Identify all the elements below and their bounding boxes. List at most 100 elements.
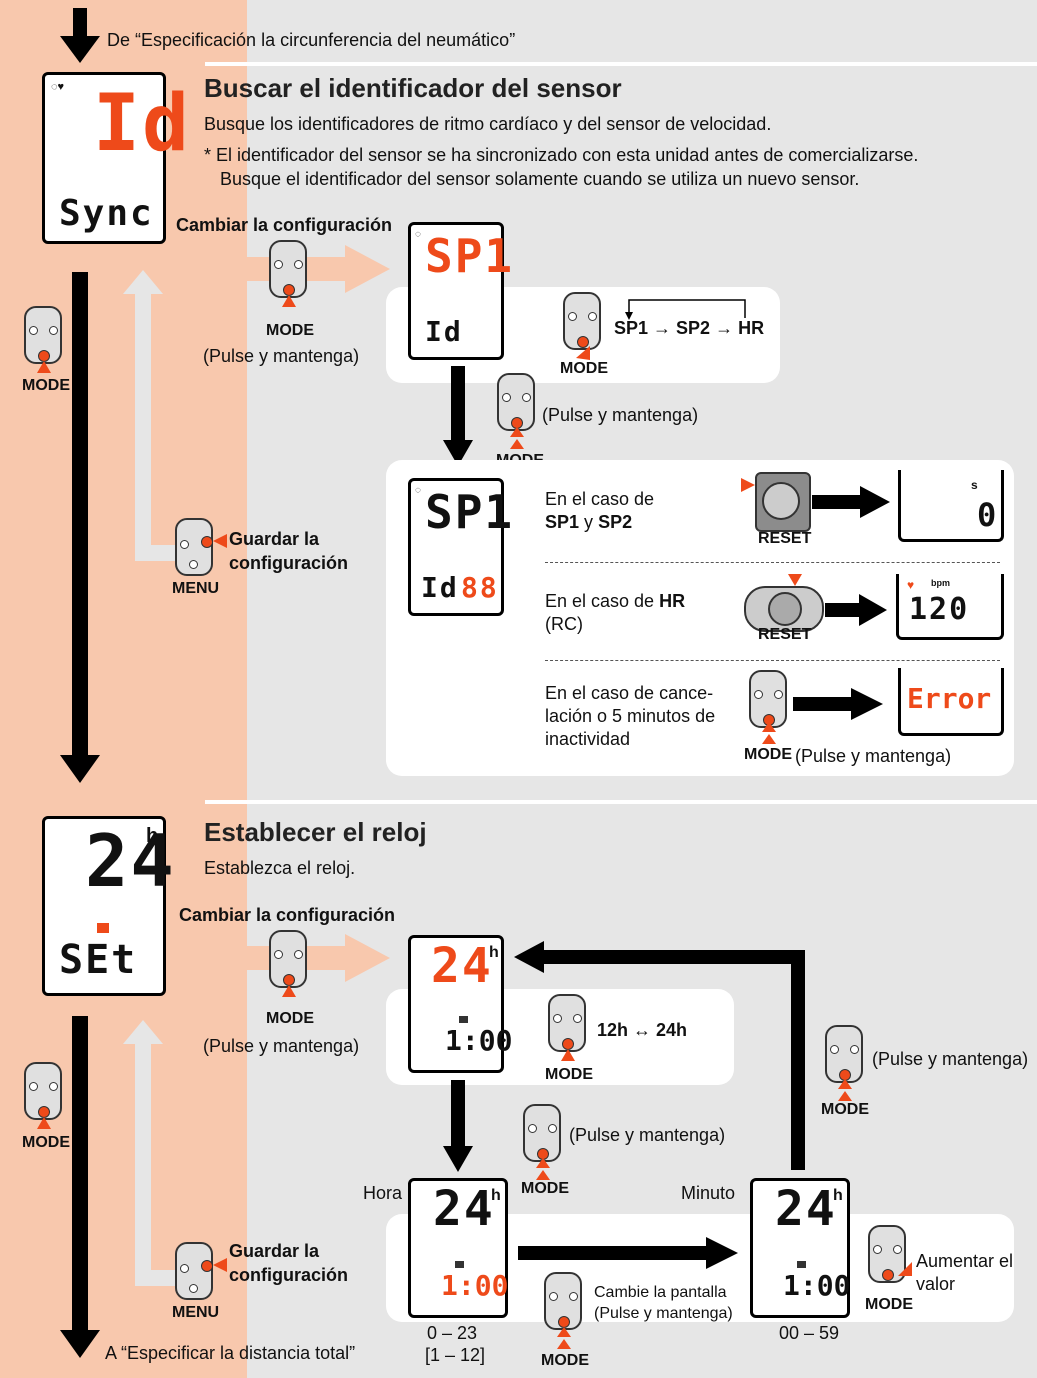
hour-label: Hora: [363, 1183, 403, 1203]
heart-rate-sensor-icon: [744, 586, 824, 632]
mode-label: MODE: [821, 1101, 869, 1118]
section2-title: Establecer el reloj: [204, 817, 427, 847]
up-arrow-icon: [123, 270, 163, 294]
increase-label: Aumentar el valor: [916, 1251, 1014, 1294]
mode-button[interactable]: [269, 240, 307, 298]
lcd-bottom-text: Id: [425, 315, 463, 348]
mode-button[interactable]: [868, 1225, 906, 1283]
flow-line: [540, 950, 805, 964]
mode-label: MODE: [865, 1296, 913, 1313]
press-indicator-icon: [213, 1258, 227, 1272]
lcd-sup-text: h: [489, 944, 499, 961]
mode-button[interactable]: [269, 930, 307, 988]
divider-middle: [205, 800, 1037, 804]
mode-button[interactable]: [749, 670, 787, 728]
mode-label: MODE: [541, 1352, 589, 1369]
mode-label: MODE: [22, 1134, 70, 1151]
signal-heart-icon: ◌♥: [51, 81, 65, 93]
hour-range: 0 – 23: [427, 1323, 478, 1343]
heart-icon: ♥: [907, 578, 915, 592]
separator: [545, 660, 1000, 661]
flow-line: [72, 272, 88, 762]
lcd-top-text: 24: [431, 938, 493, 994]
press-indicator-icon: [37, 1117, 51, 1129]
result-unit: bpm: [931, 578, 950, 588]
right-arrow-icon: [825, 594, 887, 626]
clock-icon: [797, 1261, 806, 1268]
press-indicator-icon: [282, 295, 296, 307]
lcd-id-sync: ◌♥ Id Sync: [42, 72, 189, 244]
menu-button[interactable]: [175, 518, 213, 576]
flow-line: [72, 1016, 88, 1336]
result-unit: s: [971, 478, 978, 492]
mode-button[interactable]: [24, 1062, 62, 1120]
save-label: Guardar la configuración: [229, 1241, 349, 1285]
press-indicator-icon: [741, 478, 755, 492]
clock-icon: [455, 1261, 464, 1268]
flow-line: [451, 366, 465, 448]
reset-label: RESET: [758, 530, 812, 547]
lcd-top-text: 24: [775, 1181, 837, 1237]
section1-note1: * El identificador del sensor se ha sinc…: [204, 145, 919, 165]
lcd-sup-text: h: [491, 1187, 501, 1204]
return-line: [135, 1270, 185, 1286]
save-label: Guardar la configuración: [229, 529, 349, 573]
lcd-bottom-text: SEt: [59, 937, 138, 983]
lcd-bottom-right: 88: [461, 571, 499, 604]
lcd-time: 1:00: [445, 1024, 513, 1057]
change-label: Cambiar la configuración: [179, 905, 396, 925]
mode-label: MODE: [521, 1180, 569, 1197]
lcd-sup-text: h: [146, 825, 159, 847]
lcd-sup-text: h: [833, 1187, 843, 1204]
menu-button[interactable]: [175, 1242, 213, 1300]
signal-icon: ◌: [415, 229, 421, 240]
right-arrow-icon: [518, 1237, 738, 1269]
return-line: [135, 545, 185, 561]
lcd-top-text: SP1: [425, 485, 515, 539]
mode-button[interactable]: [523, 1104, 561, 1162]
lcd-search: ◌ SP1 Id 88: [408, 478, 512, 616]
result-value: Error: [907, 682, 992, 715]
mode-button[interactable]: [544, 1272, 582, 1330]
press-indicator-icon: [536, 1158, 550, 1180]
lcd-result-speed: s 0: [898, 470, 1004, 542]
lcd-top-text: Id: [93, 79, 191, 169]
press-hold-label: (Pulse y mantenga): [203, 346, 360, 366]
mode-button[interactable]: [548, 994, 586, 1052]
press-indicator-icon: [282, 985, 296, 997]
menu-label: MENU: [172, 1304, 220, 1321]
mode-button[interactable]: [825, 1025, 863, 1083]
mode-label: MODE: [560, 360, 608, 377]
press-indicator-icon: [37, 361, 51, 373]
from-text: De “Especificación la circunferencia del…: [107, 30, 516, 50]
case3-text: En el caso de cance-lación o 5 minutos d…: [545, 683, 716, 749]
lcd-top-text: 24: [85, 819, 176, 903]
press-hold-label: (Pulse y mantenga): [569, 1125, 726, 1145]
press-indicator-icon: [561, 1049, 575, 1061]
cycle-return-line: [625, 299, 746, 320]
section1-note2: Busque el identificador del sensor solam…: [220, 169, 860, 189]
lcd-result-error: Error: [898, 668, 1004, 736]
signal-icon: ◌: [415, 485, 421, 496]
mode-button[interactable]: [497, 373, 535, 431]
result-value: 120: [909, 592, 970, 627]
clock-icon: [97, 923, 109, 933]
right-arrow-icon: [240, 245, 390, 293]
mode-button[interactable]: [563, 292, 601, 350]
case2-text: En el caso de HR(RC): [545, 591, 686, 634]
press-indicator-icon: [838, 1079, 852, 1101]
lcd-top-text: SP1: [425, 229, 515, 283]
press-indicator-icon: [557, 1327, 571, 1349]
minute-label: Minuto: [681, 1183, 736, 1203]
lcd-minute: 24 h 1:00: [750, 1178, 850, 1318]
mode-label: MODE: [266, 322, 314, 339]
lcd-time: 1:00: [441, 1269, 509, 1302]
mode-label: MODE: [744, 746, 792, 763]
mode-button[interactable]: [24, 306, 62, 364]
mode-label: MODE: [545, 1066, 593, 1083]
section1-desc: Busque los identificadores de ritmo card…: [204, 114, 772, 134]
lcd-24h-setting: 24 h 1:00: [408, 935, 512, 1073]
lcd-result-heart: ♥ bpm 120: [896, 574, 1004, 640]
speed-sensor-icon: [755, 472, 811, 532]
